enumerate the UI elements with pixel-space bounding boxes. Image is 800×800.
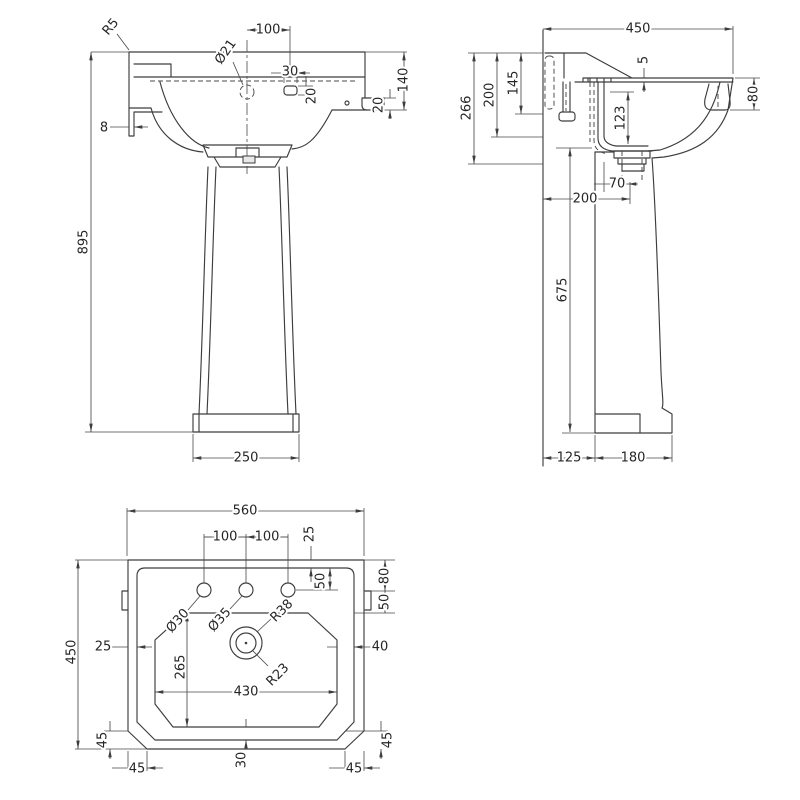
front-label-20-foot: 20 xyxy=(372,97,387,114)
plan-label-25-left: 25 xyxy=(95,640,112,655)
side-basin-outline xyxy=(544,52,734,159)
front-label-895: 895 xyxy=(77,230,92,255)
front-label-100: 100 xyxy=(256,23,281,38)
plan-label-30-bottom: 30 xyxy=(235,752,250,769)
front-label-20-slot: 20 xyxy=(305,88,320,105)
plan-tap-hole-right xyxy=(280,582,296,598)
side-label-80: 80 xyxy=(747,86,762,103)
side-label-200-upper: 200 xyxy=(483,83,498,108)
plan-label-45-right-h: 45 xyxy=(346,762,363,777)
front-waste-block xyxy=(242,155,256,164)
side-label-123: 123 xyxy=(614,106,629,131)
plan-label-25-top: 25 xyxy=(303,526,318,543)
plan-inner-rim xyxy=(136,567,355,741)
side-label-450: 450 xyxy=(626,22,651,37)
plan-waste-outer xyxy=(229,626,263,660)
plan-label-45-left-v: 45 xyxy=(96,732,111,749)
side-label-145: 145 xyxy=(507,71,522,96)
side-hidden-fixing-slot xyxy=(544,55,555,110)
plan-label-40-right: 40 xyxy=(372,640,389,655)
side-waste-stack xyxy=(613,150,651,172)
side-hidden-lines xyxy=(565,82,719,182)
plan-label-450: 450 xyxy=(65,640,80,665)
side-bracket-foot xyxy=(558,111,576,122)
front-extension-lines xyxy=(85,26,407,462)
plan-label-430: 430 xyxy=(234,685,259,700)
front-label-30: 30 xyxy=(282,65,299,80)
plan-label-r38: R38 xyxy=(268,597,297,626)
plan-label-100-left: 100 xyxy=(213,530,238,545)
plan-label-50-hole: 50 xyxy=(314,573,329,590)
plan-tap-hole-center xyxy=(238,582,254,598)
side-section-view: 450 266 200 145 5 80 123 70 200 675 125 … xyxy=(458,20,764,468)
front-pedestal-collar xyxy=(202,144,293,168)
side-pedestal xyxy=(594,151,673,434)
front-label-8: 8 xyxy=(100,121,108,136)
side-label-125: 125 xyxy=(557,451,582,466)
plan-side-lugs xyxy=(121,590,372,611)
front-elevation-view: R5 Ø21 100 30 20 140 20 8 895 250 xyxy=(75,14,414,468)
plan-bowl-outline xyxy=(154,612,338,728)
front-leader-r5 xyxy=(116,33,130,51)
front-leader-dia21 xyxy=(232,61,244,86)
side-label-180: 180 xyxy=(621,451,646,466)
plan-label-r23: R23 xyxy=(264,661,293,690)
side-label-5: 5 xyxy=(637,56,652,64)
front-pedestal-base xyxy=(192,413,300,433)
plan-label-80-right: 80 xyxy=(378,568,393,585)
side-label-675: 675 xyxy=(556,278,571,303)
front-overflow-hole xyxy=(344,100,350,106)
plan-leader-r23 xyxy=(251,649,269,667)
front-label-250: 250 xyxy=(234,451,259,466)
side-label-266: 266 xyxy=(460,96,475,121)
front-overflow-slot xyxy=(283,85,298,96)
front-label-r5: R5 xyxy=(100,16,123,39)
front-label-140: 140 xyxy=(397,68,412,93)
plan-leader-dia35 xyxy=(229,595,243,610)
plan-waste-inner xyxy=(235,632,257,654)
plan-label-100-right: 100 xyxy=(255,530,280,545)
side-label-200-lower: 200 xyxy=(573,192,598,207)
plan-view: 560 100 100 25 50 80 50 Ø30 Ø35 R38 R23 … xyxy=(63,502,398,779)
plan-label-50-right: 50 xyxy=(378,594,393,611)
plan-extension-lines xyxy=(75,508,395,771)
side-label-70: 70 xyxy=(609,177,626,192)
plan-leader-dia30 xyxy=(187,595,201,611)
plan-waste-center-dot xyxy=(244,641,248,645)
side-wall-bracket xyxy=(562,52,571,113)
plan-label-dia35: Ø35 xyxy=(205,605,234,635)
plan-label-45-right-v: 45 xyxy=(381,732,396,749)
side-bowl-back xyxy=(594,81,653,153)
side-front-foot xyxy=(704,83,731,111)
plan-leader-r38 xyxy=(256,617,273,633)
front-pedestal-column xyxy=(198,166,297,415)
plan-label-265: 265 xyxy=(174,655,189,680)
plan-label-45-left-h: 45 xyxy=(129,762,146,777)
plan-tap-hole-left xyxy=(196,582,212,598)
plan-label-560: 560 xyxy=(233,504,258,519)
plan-label-dia30: Ø30 xyxy=(163,606,192,636)
